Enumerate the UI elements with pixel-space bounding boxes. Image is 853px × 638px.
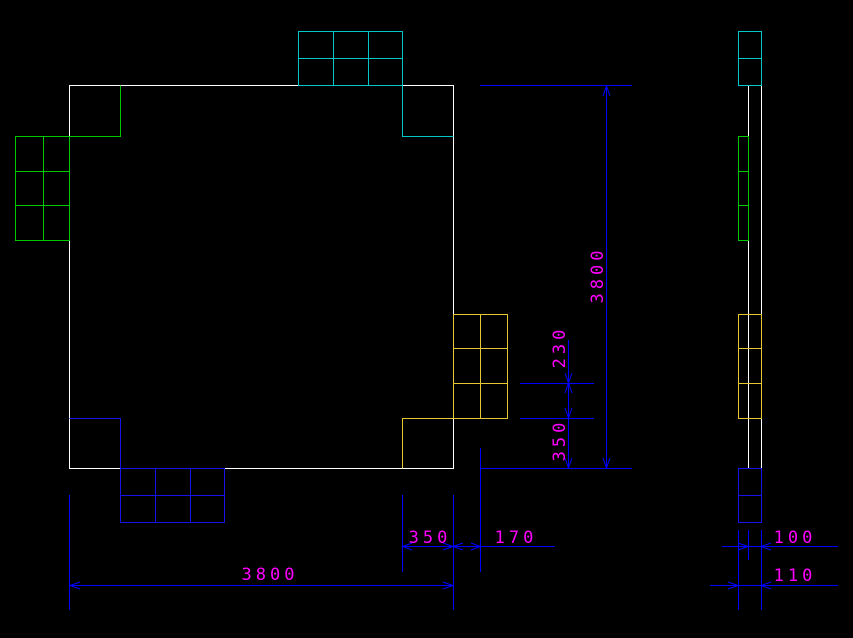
side-arrow-110b [759,581,772,590]
offset-arrow-d [564,457,573,470]
side-arrow-110a [727,581,740,590]
yellow-corner-block [402,418,454,469]
dimension-lines [68,84,838,610]
offset-arrow-c [564,407,573,420]
cyan-panel-group [298,31,454,137]
height-arrow-top [602,84,611,97]
green-panel-group [15,85,121,241]
h-offset-arrow-c [451,542,464,551]
yellow-panel-group [402,314,508,469]
offset-arrow-b [564,381,573,394]
side-view [738,31,762,523]
blue-panel-group [69,418,225,523]
cyan-corner-block [402,85,454,137]
h-offset-arrow-a [401,542,413,551]
height-arrow-bottom [602,457,611,470]
green-grid [15,136,70,241]
dim-text-width: 3800 [242,565,299,585]
dim-text-350-vertical: 350 [550,419,570,462]
dim-text-350-horizontal: 350 [409,528,452,548]
h-offset-arrow-d [470,542,482,551]
dim-text-230: 230 [550,326,570,369]
side-arrow-100a [737,542,750,551]
dim-text-height: 3800 [588,247,608,304]
side-blue-block [738,468,762,523]
green-corner-block [69,85,121,137]
blue-corner-block [69,418,121,469]
width-arrow-left [68,581,81,590]
dim-text-100: 100 [774,528,817,548]
plan-outline [69,85,454,469]
dim-text-170: 170 [495,528,538,548]
side-arrow-100b [759,542,772,551]
dim-text-110: 110 [774,566,817,586]
width-arrow-right [442,581,455,590]
dimension-texts: 3800 230 350 3800 350 170 100 110 [242,247,817,586]
side-green-block [738,136,749,241]
side-cyan-block [738,31,762,86]
plan-view [15,31,508,523]
side-yellow-block [738,314,762,419]
